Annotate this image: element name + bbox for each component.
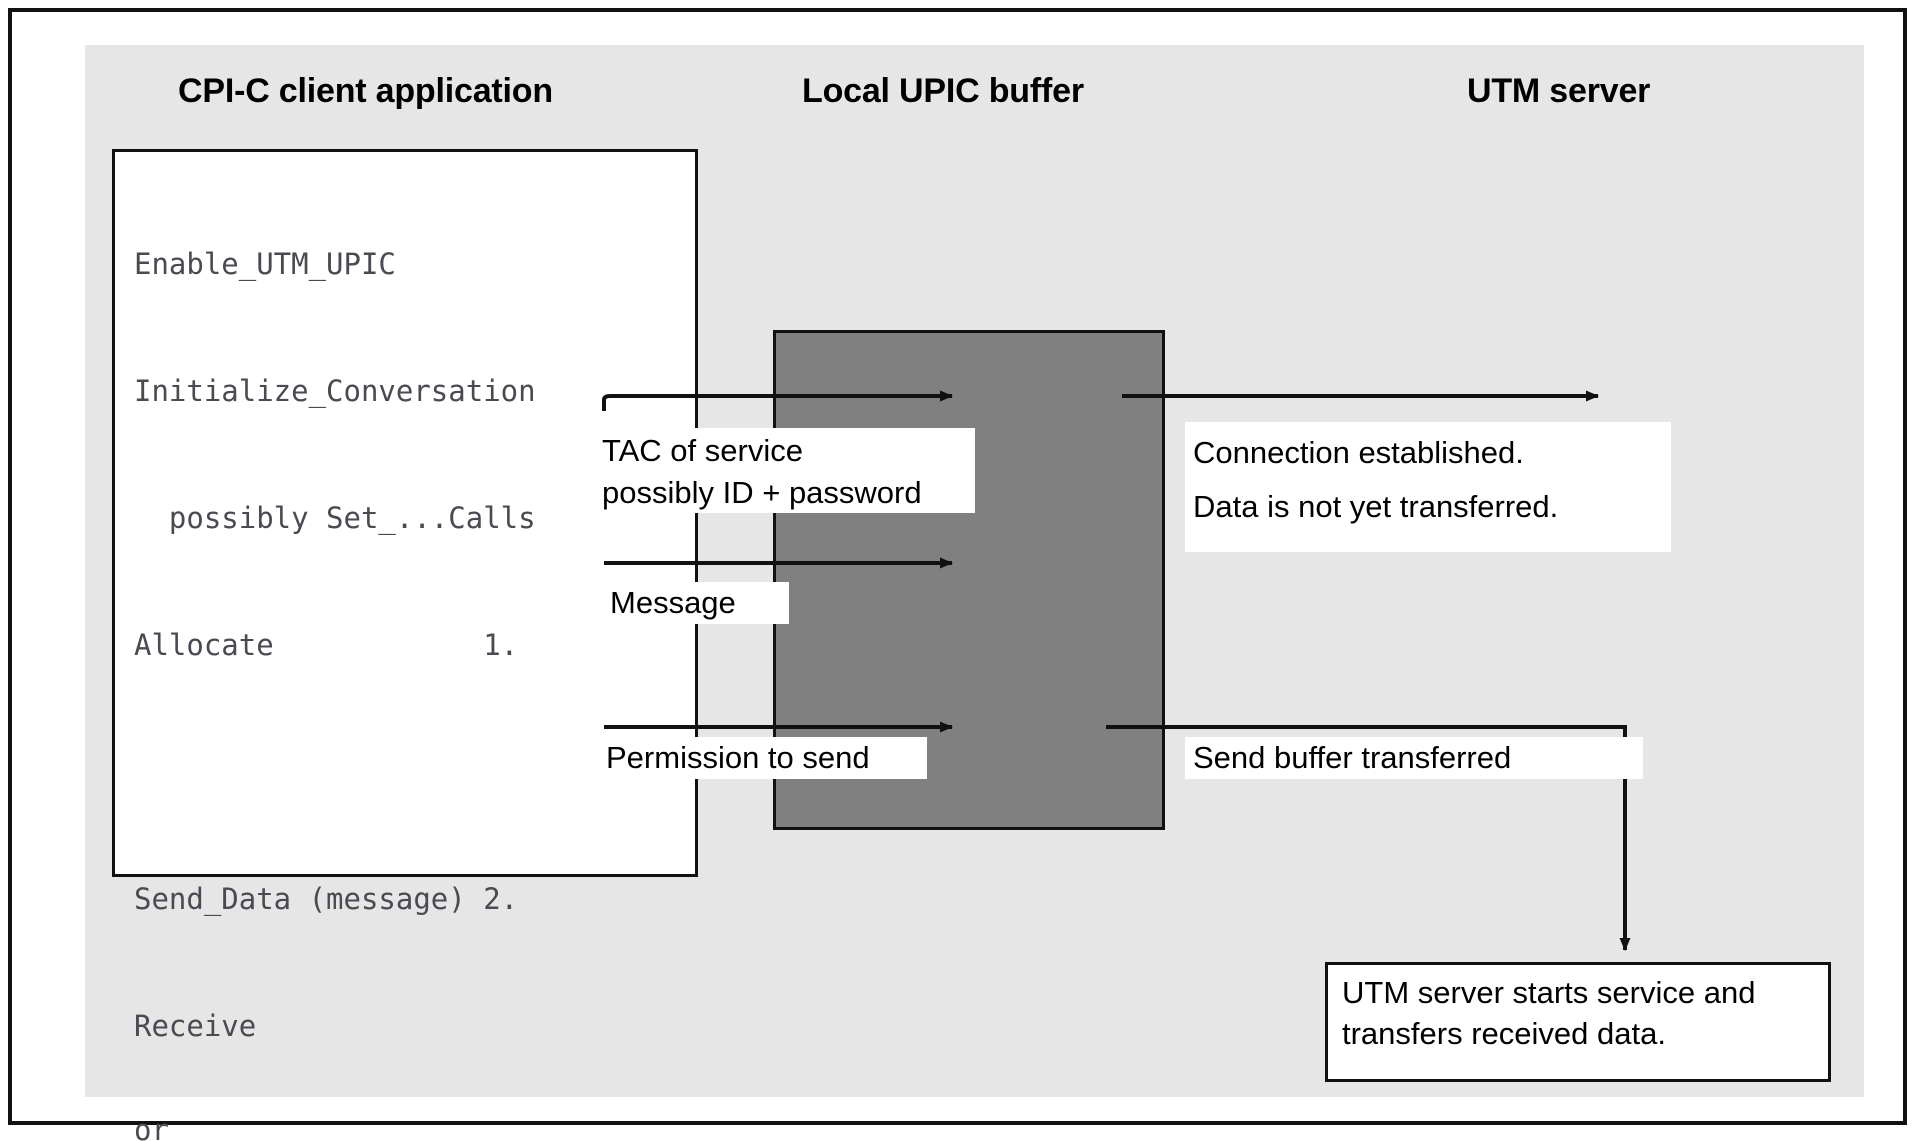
callout-permission-to-send: Permission to send [600, 737, 927, 779]
callout-tac-of-service: TAC of service possibly ID + password [594, 428, 975, 513]
code-line: Enable_UTM_UPIC [134, 247, 396, 281]
column-heading-client: CPI-C client application [178, 72, 553, 110]
client-code-listing: Enable_UTM_UPIC Initialize_Conversation … [134, 192, 694, 1141]
code-line: Receive [134, 1009, 257, 1043]
callout-message: Message [604, 582, 789, 624]
outer-frame: CPI-C client application Local UPIC buff… [8, 8, 1907, 1141]
code-line: or [134, 1113, 169, 1141]
code-line: possibly Set_...Calls [134, 501, 536, 535]
callout-connection-established: Connection established. Data is not yet … [1185, 422, 1671, 552]
code-line: Initialize_Conversation [134, 374, 536, 408]
code-line: Allocate 1. [134, 628, 519, 662]
code-line: Send_Data (message) 2. [134, 882, 519, 916]
column-heading-buffer: Local UPIC buffer [802, 72, 1084, 110]
callout-utm-server-starts-service: UTM server starts service and transfers … [1325, 962, 1831, 1082]
callout-send-buffer-transferred: Send buffer transferred [1185, 737, 1643, 779]
column-heading-server: UTM server [1467, 72, 1651, 110]
